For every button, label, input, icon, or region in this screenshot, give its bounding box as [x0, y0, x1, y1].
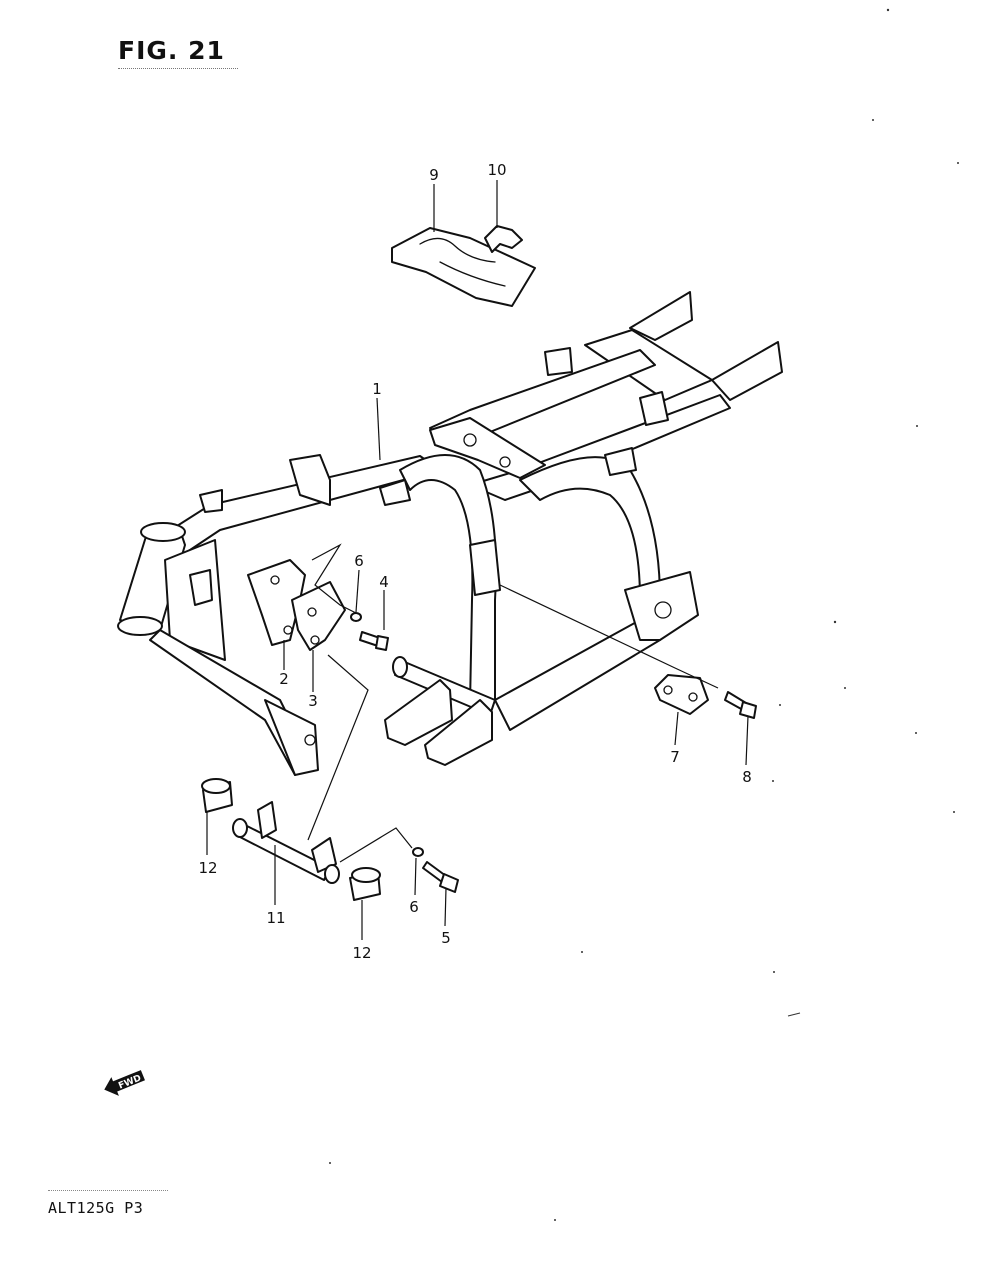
- model-code: ALT125G P3: [48, 1199, 144, 1217]
- callout-10: 10: [487, 161, 506, 179]
- title-underline: [118, 68, 238, 69]
- callout-6-lower: 6: [409, 898, 419, 916]
- callout-9: 9: [429, 166, 439, 184]
- fwd-label: FWD: [117, 1073, 143, 1091]
- part-4-bolt: [359, 631, 389, 651]
- callout-12-lower: 12: [352, 944, 371, 962]
- part-10-clip: [484, 225, 523, 253]
- callout-6-upper: 6: [354, 552, 364, 570]
- model-code-rule: [48, 1190, 168, 1191]
- part-11-shaft-bracket: [232, 801, 340, 884]
- callout-4: 4: [379, 573, 389, 591]
- callout-labels: 1 2 3 4 5 6 6 7 8 9 10 11 12 12: [198, 161, 751, 962]
- callout-3: 3: [308, 692, 318, 710]
- part-1-frame: [117, 291, 783, 776]
- callout-8: 8: [742, 768, 752, 786]
- callout-2: 2: [279, 670, 289, 688]
- part-5-bolt: [422, 861, 459, 893]
- part-6-washer-lower: [412, 847, 424, 857]
- part-12-bushing-lower: [349, 867, 381, 901]
- callout-12-upper: 12: [198, 859, 217, 877]
- forward-arrow-icon: FWD: [104, 1070, 145, 1096]
- leader-lines: [206, 180, 749, 940]
- callout-5: 5: [441, 929, 451, 947]
- part-7-plate: [654, 674, 709, 715]
- callout-11: 11: [266, 909, 285, 927]
- callout-7: 7: [670, 748, 680, 766]
- figure-title: FIG. 21: [118, 36, 225, 65]
- part-8-bolt: [724, 691, 757, 719]
- callout-1: 1: [372, 380, 382, 398]
- part-6-washer-upper: [350, 612, 362, 622]
- part-9-seat-plate: [391, 227, 536, 307]
- part-12-bushing-upper: [201, 778, 233, 813]
- scan-specks: [329, 8, 959, 1221]
